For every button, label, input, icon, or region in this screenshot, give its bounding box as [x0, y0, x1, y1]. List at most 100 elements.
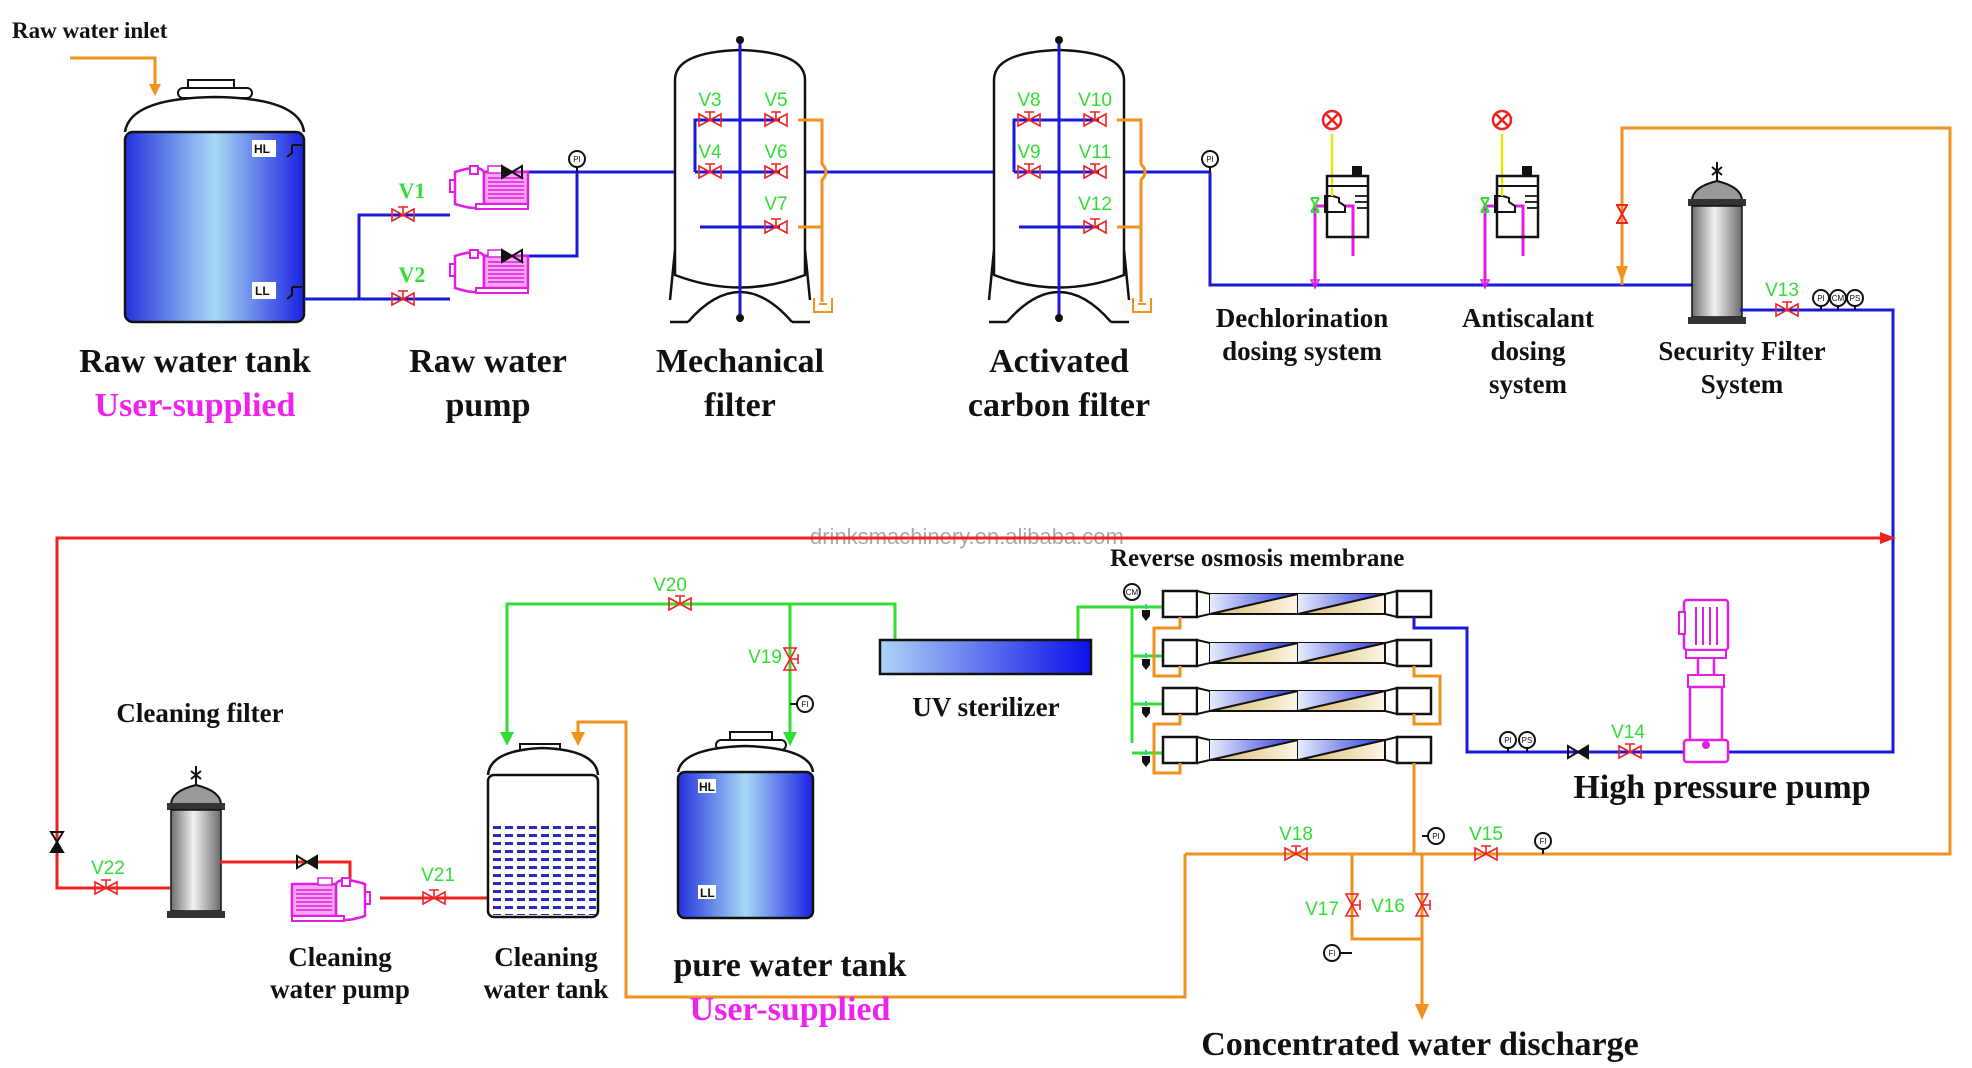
ro-membrane-vessel[interactable] [1142, 638, 1433, 670]
valve-tag: V9 [1017, 142, 1040, 163]
ro-membrane-label: Reverse osmosis membrane [1110, 545, 1404, 572]
antiscalant-dosing-system[interactable] [1479, 109, 1540, 290]
security-filter-label-1: Security Filter [1658, 336, 1825, 366]
mechanical-filter[interactable] [668, 36, 833, 324]
product-water-pipes [505, 602, 1163, 755]
ro-membrane-vessel[interactable] [1142, 686, 1433, 718]
valve-v6[interactable] [764, 163, 788, 180]
valve-v5[interactable] [764, 111, 788, 128]
raw-water-inlet-label: Raw water inlet [12, 18, 168, 43]
valve-tag: V16 [1371, 896, 1405, 917]
raw-pump-label-1: Raw water [409, 343, 567, 380]
raw-water-tank[interactable]: HL LL [70, 56, 306, 324]
valve-v14[interactable] [1618, 743, 1642, 760]
valve-tag: V8 [1017, 90, 1040, 111]
valve-v2[interactable] [391, 290, 415, 307]
valve-v19[interactable] [782, 647, 799, 671]
raw-tank-ll: LL [255, 284, 270, 298]
instrument-pi-gauge: PI [1201, 150, 1219, 172]
pure-water-tank[interactable]: HL LL [676, 731, 815, 920]
cleaning-filter-label: Cleaning filter [116, 698, 283, 728]
valve-v11[interactable] [1083, 163, 1107, 180]
valve-tag: V5 [764, 90, 787, 111]
valve-v3[interactable] [698, 111, 722, 128]
security-filter-label-2: System [1701, 369, 1784, 399]
high-pressure-pump[interactable] [1678, 598, 1730, 764]
pure-tank-label: pure water tank [674, 947, 907, 984]
cleaning-tank-label-1: Cleaning [494, 942, 598, 972]
sample-valve-icon [1142, 701, 1150, 718]
valve-v10[interactable] [1083, 111, 1107, 128]
ro-membrane-vessel[interactable] [1142, 735, 1433, 767]
valve-tag: V19 [748, 647, 782, 668]
valve-v22[interactable] [94, 879, 118, 896]
level-switch-icon [286, 286, 302, 300]
antiscalant-label-3: system [1489, 369, 1567, 399]
discharge-arrow-icon [1415, 1004, 1429, 1020]
cleaning-return-pipe [55, 536, 1893, 890]
valve-v7[interactable] [764, 218, 788, 235]
raw-inlet-pipe [70, 56, 157, 90]
valve-tag: V1 [399, 178, 426, 203]
valve-v18[interactable] [1284, 845, 1308, 862]
pretreatment-outlet-pipe [1208, 172, 1693, 287]
valve-v17[interactable] [1344, 893, 1361, 917]
instrument-tag: PI [1504, 736, 1512, 745]
instrument-tag: PS [1850, 294, 1861, 303]
cleaning-filter[interactable] [167, 766, 225, 918]
valve-tag: V22 [91, 858, 125, 879]
instrument-tag: CM [1832, 294, 1845, 303]
valve-v4[interactable] [698, 163, 722, 180]
security-filter[interactable] [1688, 162, 1746, 324]
cleaning-water-pump[interactable] [290, 877, 371, 922]
raw-water-pump-2[interactable] [449, 249, 530, 294]
instrument-tag: PS [1522, 736, 1533, 745]
cleaning-pump-label-1: Cleaning [288, 942, 392, 972]
cleaning-water-tank[interactable] [486, 743, 600, 919]
raw-water-pump-1[interactable] [449, 165, 530, 210]
valve-v1[interactable] [391, 206, 415, 223]
carbon-filter-label-1: Activated [989, 343, 1129, 380]
valve-tag: V20 [653, 575, 687, 596]
raw-tank-body [123, 130, 306, 324]
flow-arrow-icon [571, 732, 585, 746]
valve-v8[interactable] [1017, 111, 1041, 128]
instrument-pi-gauge: PI [1422, 827, 1445, 845]
concentrate-to-cleaning-tank-pipe [576, 720, 1187, 999]
antiscalant-label-2: dosing [1490, 336, 1566, 366]
raw-pump-label-2: pump [445, 387, 530, 424]
valve-v16[interactable] [1414, 893, 1431, 917]
hp-pump-to-ro-pipe [1412, 617, 1712, 754]
valve-v13[interactable] [1775, 301, 1799, 318]
valve-v20[interactable] [668, 595, 692, 612]
flow-arrow-icon [500, 732, 514, 746]
valve-tag: V12 [1078, 194, 1112, 215]
valve-v9[interactable] [1017, 163, 1041, 180]
check-valve-icon [1567, 744, 1589, 760]
concentrate-recycle-pipe [1185, 126, 1952, 856]
dechlorination-dosing-system[interactable] [1309, 109, 1370, 290]
check-valve-icon [1616, 204, 1628, 224]
flow-arrow-icon [1616, 266, 1628, 282]
ro-membrane-bank[interactable] [1142, 589, 1433, 767]
valve-tag: V18 [1279, 824, 1313, 845]
uv-sterilizer-label: UV sterilizer [912, 692, 1059, 722]
valve-v15[interactable] [1474, 845, 1498, 862]
dechlor-label-2: dosing system [1222, 336, 1382, 366]
instrument-fi-gauge: FI [1534, 832, 1552, 854]
uv-sterilizer[interactable] [878, 638, 1093, 676]
dechlor-label-1: Dechlorination [1216, 303, 1389, 333]
valve-v21[interactable] [422, 889, 446, 906]
instrument-ps-gauge: PS [1846, 289, 1864, 310]
check-valve-icon [296, 854, 318, 870]
ro-membrane-vessel[interactable] [1142, 589, 1433, 621]
sample-valve-icon [1142, 750, 1150, 767]
valve-v12[interactable] [1083, 218, 1107, 235]
instrument-pi-gauge: PI [568, 150, 586, 172]
pure-tank-user-supplied: User-supplied [690, 991, 891, 1028]
activated-carbon-filter[interactable] [987, 36, 1152, 324]
flow-arrow-icon [1880, 532, 1896, 544]
instrument-fi-gauge: FI [790, 695, 814, 713]
pure-tank-ll: LL [700, 886, 715, 900]
